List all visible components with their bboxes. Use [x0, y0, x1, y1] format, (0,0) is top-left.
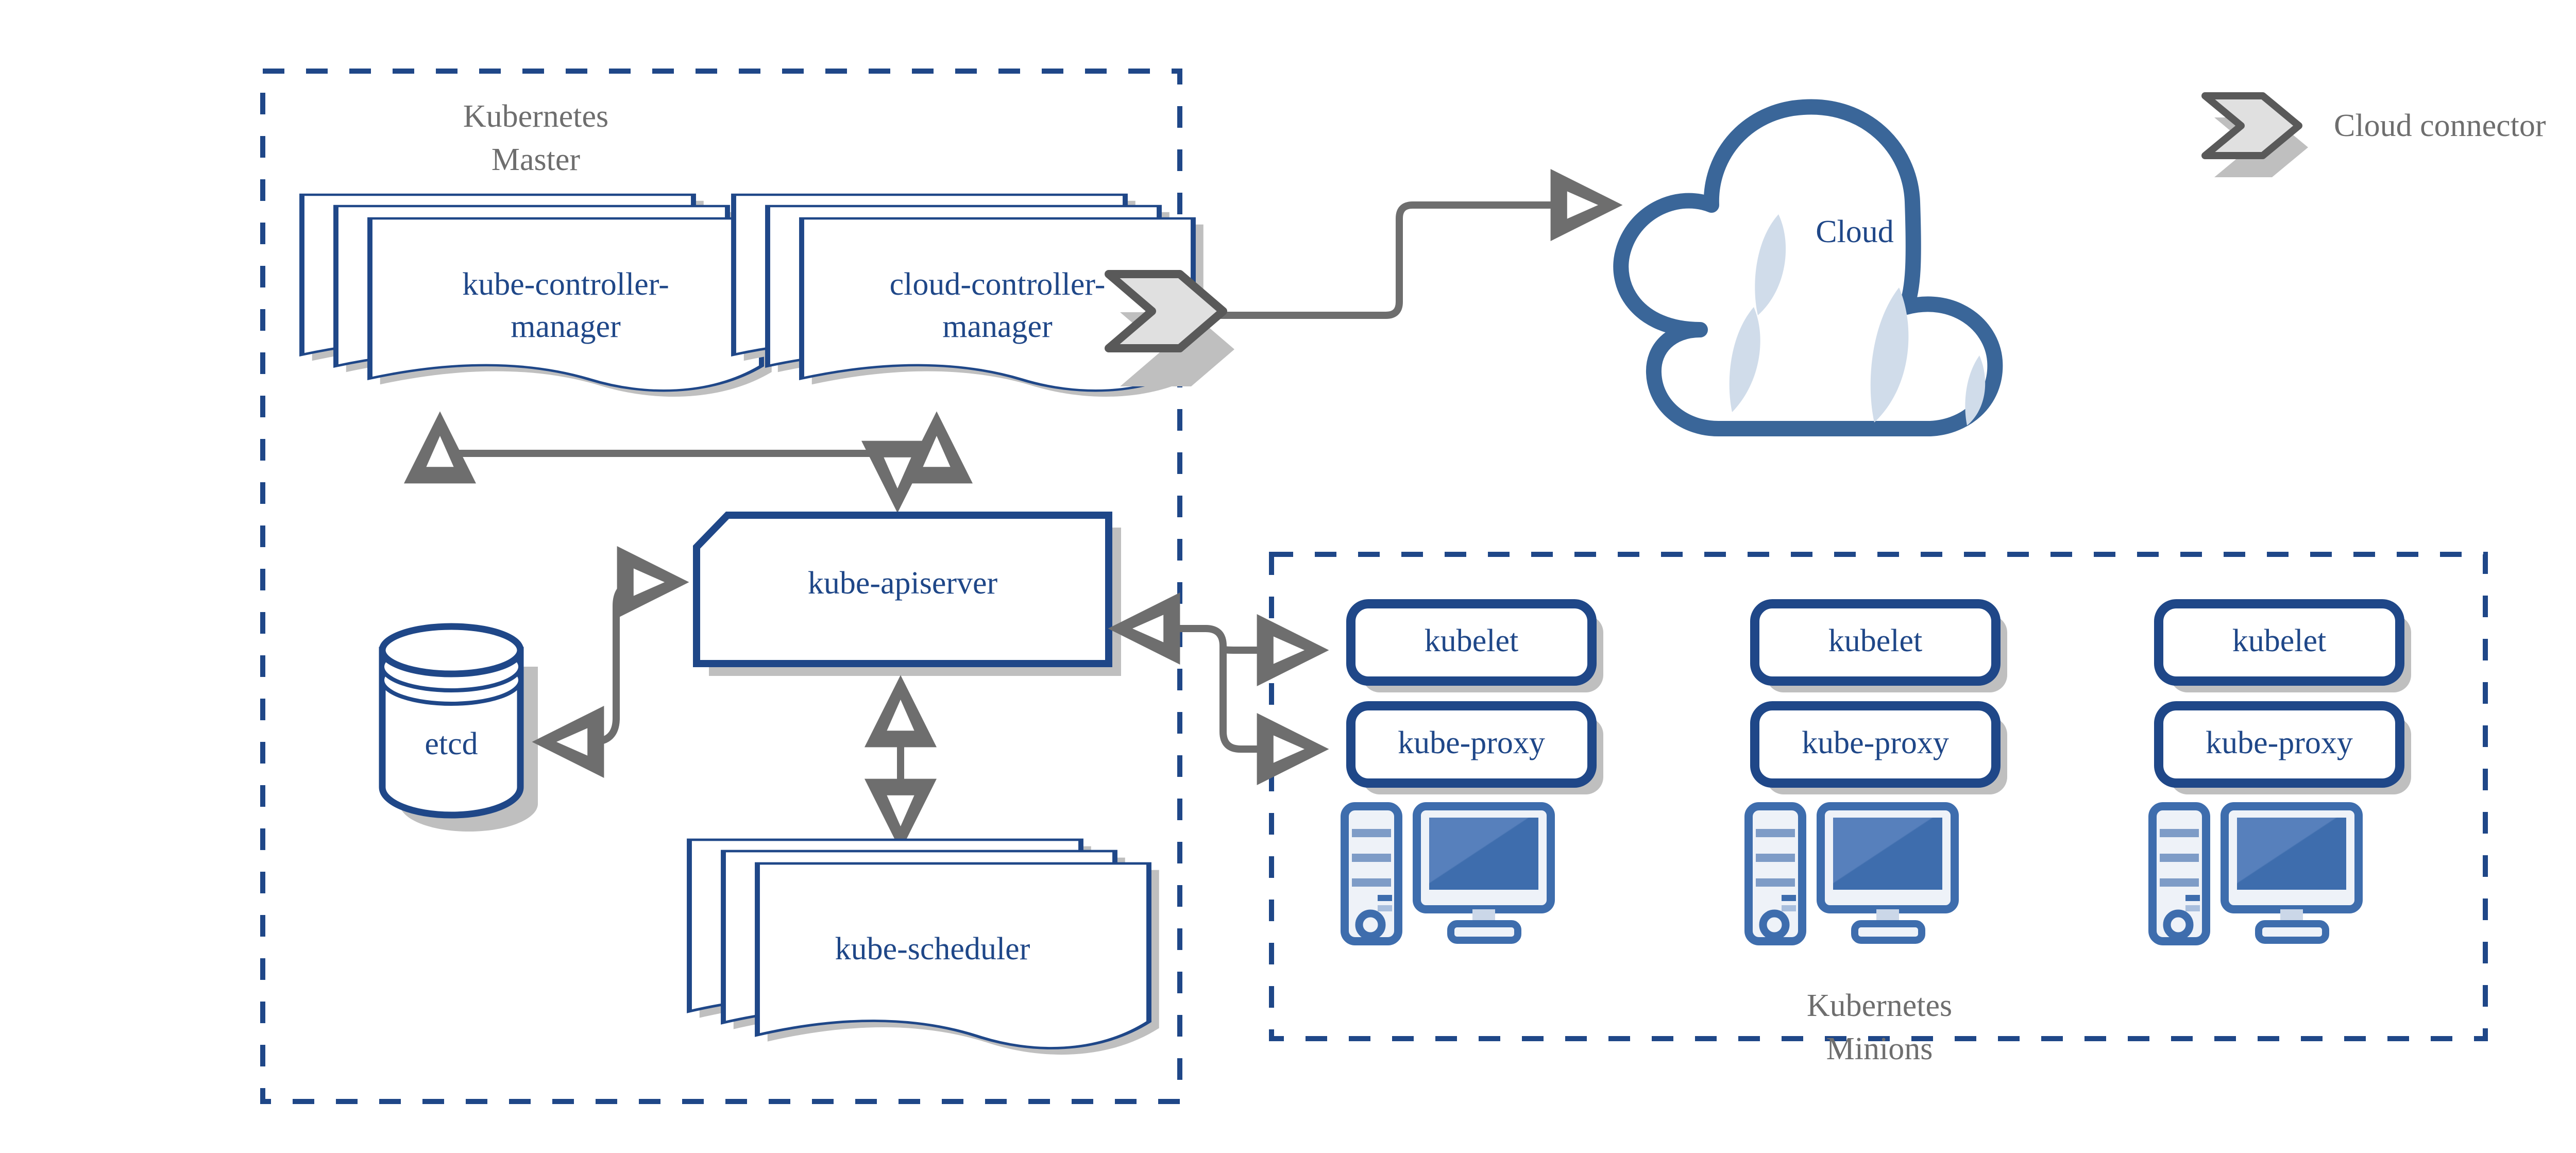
kubelet-label-1: kubelet [1425, 623, 1519, 658]
kube-proxy-box-1[interactable]: kube-proxy [1346, 701, 1603, 794]
cloud-highlight-4 [1965, 355, 1986, 426]
cloud-highlight-2 [1729, 307, 1760, 412]
minions-group-box [1269, 552, 2488, 1041]
kubelet-box-1[interactable]: kubelet [1346, 599, 1603, 692]
kube-proxy-box-2[interactable]: kube-proxy [1750, 701, 2007, 794]
minions-label-line2: Minions [1826, 1031, 1933, 1066]
legend-cloud-connector-icon [2201, 92, 2308, 177]
connector-cloud-connector-to-cloud [1213, 169, 1623, 319]
desktop-computer-icon-2 [1744, 802, 1959, 945]
legend: Cloud connector [2201, 92, 2546, 177]
node-label-cloud-controller-manager-line2: manager [942, 309, 1053, 344]
minions-label-line1: Kubernetes [1807, 988, 1952, 1023]
node-cloud[interactable]: Cloud [1613, 99, 2003, 437]
minion-node-2: kubelet kube-proxy [1744, 599, 2007, 945]
kubelet-label-3: kubelet [2232, 623, 2327, 658]
kube-proxy-label-2: kube-proxy [1802, 725, 1949, 760]
node-kube-scheduler[interactable]: kube-scheduler [689, 840, 1159, 1055]
node-cloud-controller-manager[interactable]: cloud-controller- manager [734, 195, 1204, 397]
node-label-kube-scheduler: kube-scheduler [835, 931, 1030, 967]
node-label-kube-controller-manager-line2: manager [511, 309, 621, 344]
desktop-computer-icon-1 [1341, 802, 1555, 945]
desktop-computer-icon-3 [2148, 802, 2363, 945]
cloud-highlight-3 [1870, 287, 1909, 422]
minions-group-label: Kubernetes Minions [1807, 988, 1952, 1066]
node-kube-controller-manager[interactable]: kube-controller- manager [302, 195, 772, 397]
node-label-kube-apiserver: kube-apiserver [808, 566, 998, 601]
cloud-connector-icon[interactable] [1105, 270, 1234, 386]
kube-proxy-box-3[interactable]: kube-proxy [2154, 701, 2411, 794]
node-label-cloud: Cloud [1816, 214, 1894, 249]
master-label-line2: Master [492, 142, 581, 177]
connector-apiserver-to-controller-managers [404, 411, 973, 513]
master-group-label: Kubernetes Master [463, 99, 608, 177]
cloud-highlight-1 [1755, 214, 1786, 315]
minion-node-3: kubelet kube-proxy [2148, 599, 2411, 945]
kubelet-box-2[interactable]: kubelet [1750, 599, 2007, 692]
connector-apiserver-to-minions [1108, 592, 1329, 785]
node-label-etcd: etcd [425, 726, 478, 761]
kubelet-box-3[interactable]: kubelet [2154, 599, 2411, 692]
kubelet-label-2: kubelet [1828, 623, 1923, 658]
node-kube-apiserver[interactable]: kube-apiserver [693, 512, 1121, 676]
node-etcd[interactable]: etcd [379, 623, 538, 832]
kube-proxy-label-3: kube-proxy [2206, 725, 2353, 760]
master-label-line1: Kubernetes [463, 99, 608, 134]
legend-label: Cloud connector [2334, 108, 2546, 143]
connector-apiserver-to-etcd [532, 546, 689, 778]
master-group-box [260, 69, 1182, 1104]
minion-node-1: kubelet kube-proxy [1341, 599, 1603, 945]
node-label-kube-controller-manager-line1: kube-controller- [462, 267, 669, 302]
kube-proxy-label-1: kube-proxy [1398, 725, 1545, 760]
node-label-cloud-controller-manager-line1: cloud-controller- [890, 267, 1106, 302]
